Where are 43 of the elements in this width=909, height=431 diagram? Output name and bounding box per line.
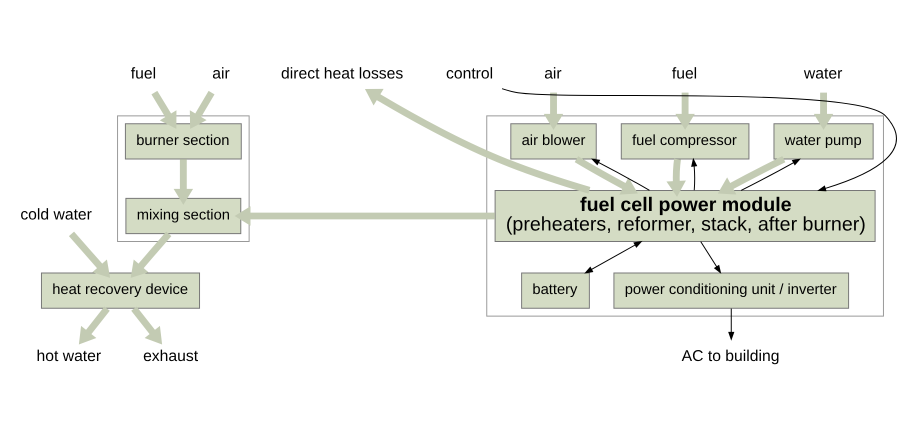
arrow (130, 231, 172, 278)
arrow (190, 90, 215, 128)
node-box: heat recovery device (40, 272, 200, 308)
node-box: air blower (510, 122, 597, 160)
arrow (502, 88, 897, 191)
node-text: exhaust (143, 348, 198, 365)
node-box: fuel cell power module (preheaters, reformer, stack, after burner) (494, 189, 876, 242)
arrow (700, 240, 722, 274)
node-box: mixing section (125, 197, 242, 234)
arrow (544, 92, 564, 130)
node-text: fuel (130, 64, 156, 82)
arrow (740, 158, 801, 190)
node-text: direct heat losses (281, 64, 404, 82)
arrow (691, 157, 698, 190)
node-text: air (212, 64, 230, 82)
arrow (131, 306, 162, 344)
arrow (151, 90, 176, 128)
node-box: burner section (124, 122, 242, 160)
arrow (234, 206, 495, 226)
arrow (675, 92, 695, 130)
arrow (68, 231, 110, 278)
arrow (174, 158, 194, 204)
arrow (574, 156, 638, 194)
node-box: fuel compressor (620, 122, 750, 160)
node-box: water pump (773, 122, 874, 160)
node-box: battery (521, 272, 590, 308)
arrow (78, 306, 110, 344)
arrow (590, 158, 650, 190)
arrow (718, 156, 786, 194)
node-text: cold water (20, 206, 92, 224)
node-text: hot water (36, 348, 102, 365)
node-text: air (544, 64, 562, 82)
arrow (728, 308, 734, 340)
node-text: control (446, 64, 494, 82)
arrow (364, 88, 590, 194)
cluster (486, 114, 884, 316)
arrow (584, 240, 643, 274)
node-box: power conditioning unit / inverter (613, 272, 850, 308)
arrow (666, 158, 686, 196)
arrow (814, 92, 834, 130)
node-text: water (804, 64, 842, 82)
node-text: AC to building (682, 348, 780, 365)
node-text: fuel (672, 64, 698, 82)
